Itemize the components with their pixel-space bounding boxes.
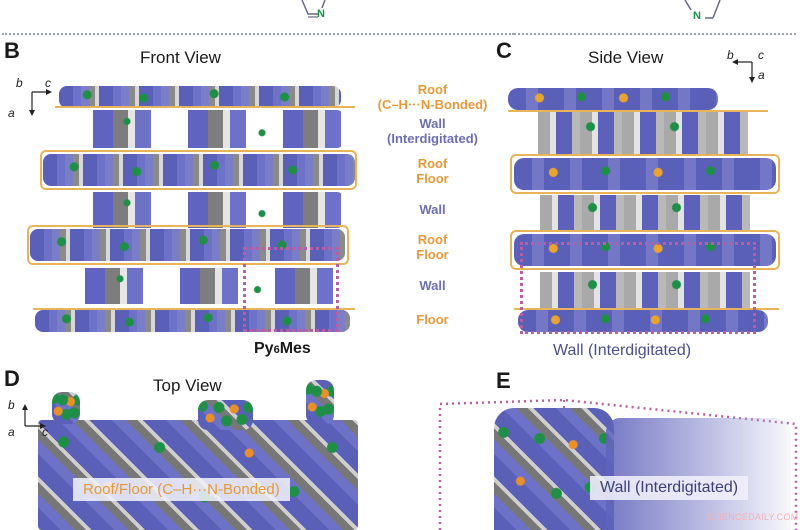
roof-layer <box>508 88 718 110</box>
axis-label-b: b <box>727 48 734 62</box>
panel-d-label: Roof/Floor (C–H···N-Bonded) <box>73 478 290 501</box>
axis-label-c: c <box>758 48 764 62</box>
panel-e-label: Wall (Interdigitated) <box>590 476 749 500</box>
wall-layer <box>73 110 343 148</box>
axis-indicator-d: b a c <box>6 398 51 440</box>
floor-layer <box>35 310 350 332</box>
axis-label-b: b <box>8 398 15 412</box>
roof-floor-layer <box>514 158 776 190</box>
axis-arrows-icon <box>22 404 46 429</box>
label-roof: Roof (C–H···N-Bonded) <box>377 82 488 112</box>
panel-c-caption: Wall (Interdigitated) <box>553 342 692 359</box>
label-roof-floor: Roof Floor <box>416 156 449 186</box>
roof-layer <box>59 86 341 108</box>
top-view-structure <box>38 380 358 530</box>
roof-floor-band <box>27 225 349 265</box>
label-floor: Floor <box>416 312 449 327</box>
roof-floor-layer <box>30 229 345 261</box>
roof-band-line <box>508 110 768 112</box>
axis-label-a: a <box>8 425 15 439</box>
wall-layer <box>540 195 750 231</box>
wall-layer <box>65 268 340 304</box>
nitrogen-label: N <box>317 8 325 20</box>
panel-c-letter: C <box>496 38 512 63</box>
axis-arrows-icon <box>29 89 52 116</box>
axis-label-a: a <box>758 68 765 82</box>
perspective-view-structure <box>436 398 800 530</box>
py6mes-highlight-box <box>243 247 339 332</box>
floor-band-line <box>514 308 779 310</box>
molecule-cluster <box>494 408 614 530</box>
compound-label: Py6Mes <box>254 340 311 357</box>
molecule-row-fading <box>606 418 791 530</box>
molecular-column <box>306 380 334 425</box>
floor-band-line <box>33 308 355 310</box>
label-wall-interdigitated: Wall (Interdigitated) <box>387 116 478 146</box>
axis-label-a: a <box>8 106 15 120</box>
front-view-structure <box>27 82 357 332</box>
watermark: SCIENCEDAILY.COM <box>706 512 799 522</box>
panel-b-title: Front View <box>140 48 221 67</box>
label-roof-floor: Roof Floor <box>416 232 449 262</box>
molecular-column <box>198 400 253 430</box>
pyridine-ring-icon <box>301 0 326 18</box>
section-divider <box>514 33 796 35</box>
pyridine-structure-right: N <box>683 0 723 28</box>
molecular-column <box>52 392 80 424</box>
wall-layer <box>538 112 748 154</box>
wall-layer <box>540 272 750 308</box>
nitrogen-label: N <box>693 10 701 22</box>
axis-arrows-icon <box>732 59 755 83</box>
roof-floor-layer <box>514 234 776 266</box>
label-wall: Wall <box>419 278 446 293</box>
pyridine-structure-left: N <box>300 0 330 28</box>
axis-label-c: c <box>45 76 51 90</box>
panel-c-title: Side View <box>588 48 664 67</box>
molecular-packing <box>38 420 358 530</box>
floor-layer <box>518 310 768 332</box>
panel-e-letter: E <box>496 368 511 393</box>
roof-floor-band <box>40 150 357 190</box>
section-divider <box>2 33 514 35</box>
roof-floor-band <box>510 230 780 270</box>
pyridine-ring-icon <box>684 0 721 19</box>
axis-label-b: b <box>16 76 23 90</box>
panel-b-letter: B <box>4 38 20 63</box>
panel-d-letter: D <box>4 366 20 391</box>
roof-floor-layer <box>43 154 355 186</box>
label-wall: Wall <box>419 202 446 217</box>
axis-label-c: c <box>42 425 48 439</box>
wall-interdigitated-box <box>520 242 756 334</box>
wall-layer <box>73 192 343 228</box>
side-view-structure <box>500 82 790 342</box>
axis-indicator-c: b c a <box>720 48 775 90</box>
roof-band-line <box>55 106 355 108</box>
axis-indicator-b: b c a <box>6 76 61 123</box>
roof-floor-band <box>510 154 780 194</box>
panel-d-title: Top View <box>150 376 225 396</box>
